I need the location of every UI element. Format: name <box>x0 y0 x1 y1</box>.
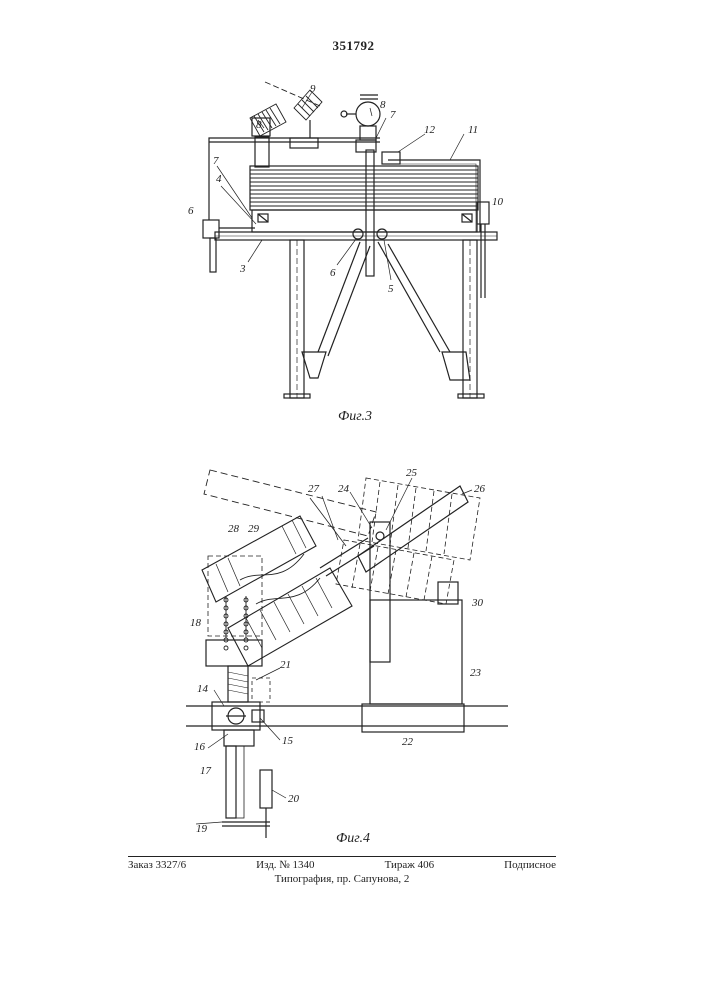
label-17: 17 <box>200 765 212 777</box>
label-18: 18 <box>190 617 202 629</box>
label-19: 19 <box>196 823 208 835</box>
platen-base <box>252 210 477 232</box>
label-9: 9 <box>310 83 316 95</box>
label-6-left: 6 <box>188 205 194 217</box>
figure-4-labels: 25 26 27 24 28 29 30 18 21 23 14 22 16 1… <box>190 467 486 846</box>
label-28: 28 <box>228 523 240 535</box>
figure-4-caption: Фиг.4 <box>336 831 370 846</box>
label-8-right: 8 <box>380 99 386 111</box>
label-23: 23 <box>470 667 482 679</box>
label-4: 4 <box>216 173 222 185</box>
label-25: 25 <box>406 467 418 479</box>
label-21: 21 <box>280 659 291 671</box>
label-29: 29 <box>248 523 260 535</box>
label-11: 11 <box>468 124 478 136</box>
label-3: 3 <box>239 263 246 275</box>
figure-3-caption: Фиг.3 <box>338 409 372 424</box>
tilted-blocks <box>202 516 352 666</box>
figure-3 <box>203 82 497 398</box>
label-8-left: 8 <box>256 119 262 131</box>
label-7-left: 7 <box>213 155 219 167</box>
label-6-bottom: 6 <box>330 267 336 279</box>
label-22: 22 <box>402 736 414 748</box>
printer-line: Типография, пр. Сапунова, 2 <box>128 873 556 885</box>
label-20: 20 <box>288 793 300 805</box>
label-7-right: 7 <box>390 109 396 121</box>
label-5: 5 <box>388 283 394 295</box>
label-26: 26 <box>474 483 486 495</box>
label-12: 12 <box>424 124 436 136</box>
edition-number: Изд. № 1340 <box>256 859 314 871</box>
footer-row: Заказ 3327/6 Изд. № 1340 Тираж 406 Подпи… <box>128 857 556 871</box>
label-15: 15 <box>282 735 294 747</box>
sheet-stack <box>250 170 478 206</box>
label-16: 16 <box>194 741 206 753</box>
label-24: 24 <box>338 483 350 495</box>
label-14: 14 <box>197 683 209 695</box>
label-27: 27 <box>308 483 320 495</box>
label-30: 30 <box>471 597 484 609</box>
subscription: Подписное <box>504 859 556 871</box>
order-number: Заказ 3327/6 <box>128 859 186 871</box>
imprint-footer: Заказ 3327/6 Изд. № 1340 Тираж 406 Подпи… <box>128 856 556 885</box>
label-10: 10 <box>492 196 504 208</box>
circulation: Тираж 406 <box>385 859 435 871</box>
